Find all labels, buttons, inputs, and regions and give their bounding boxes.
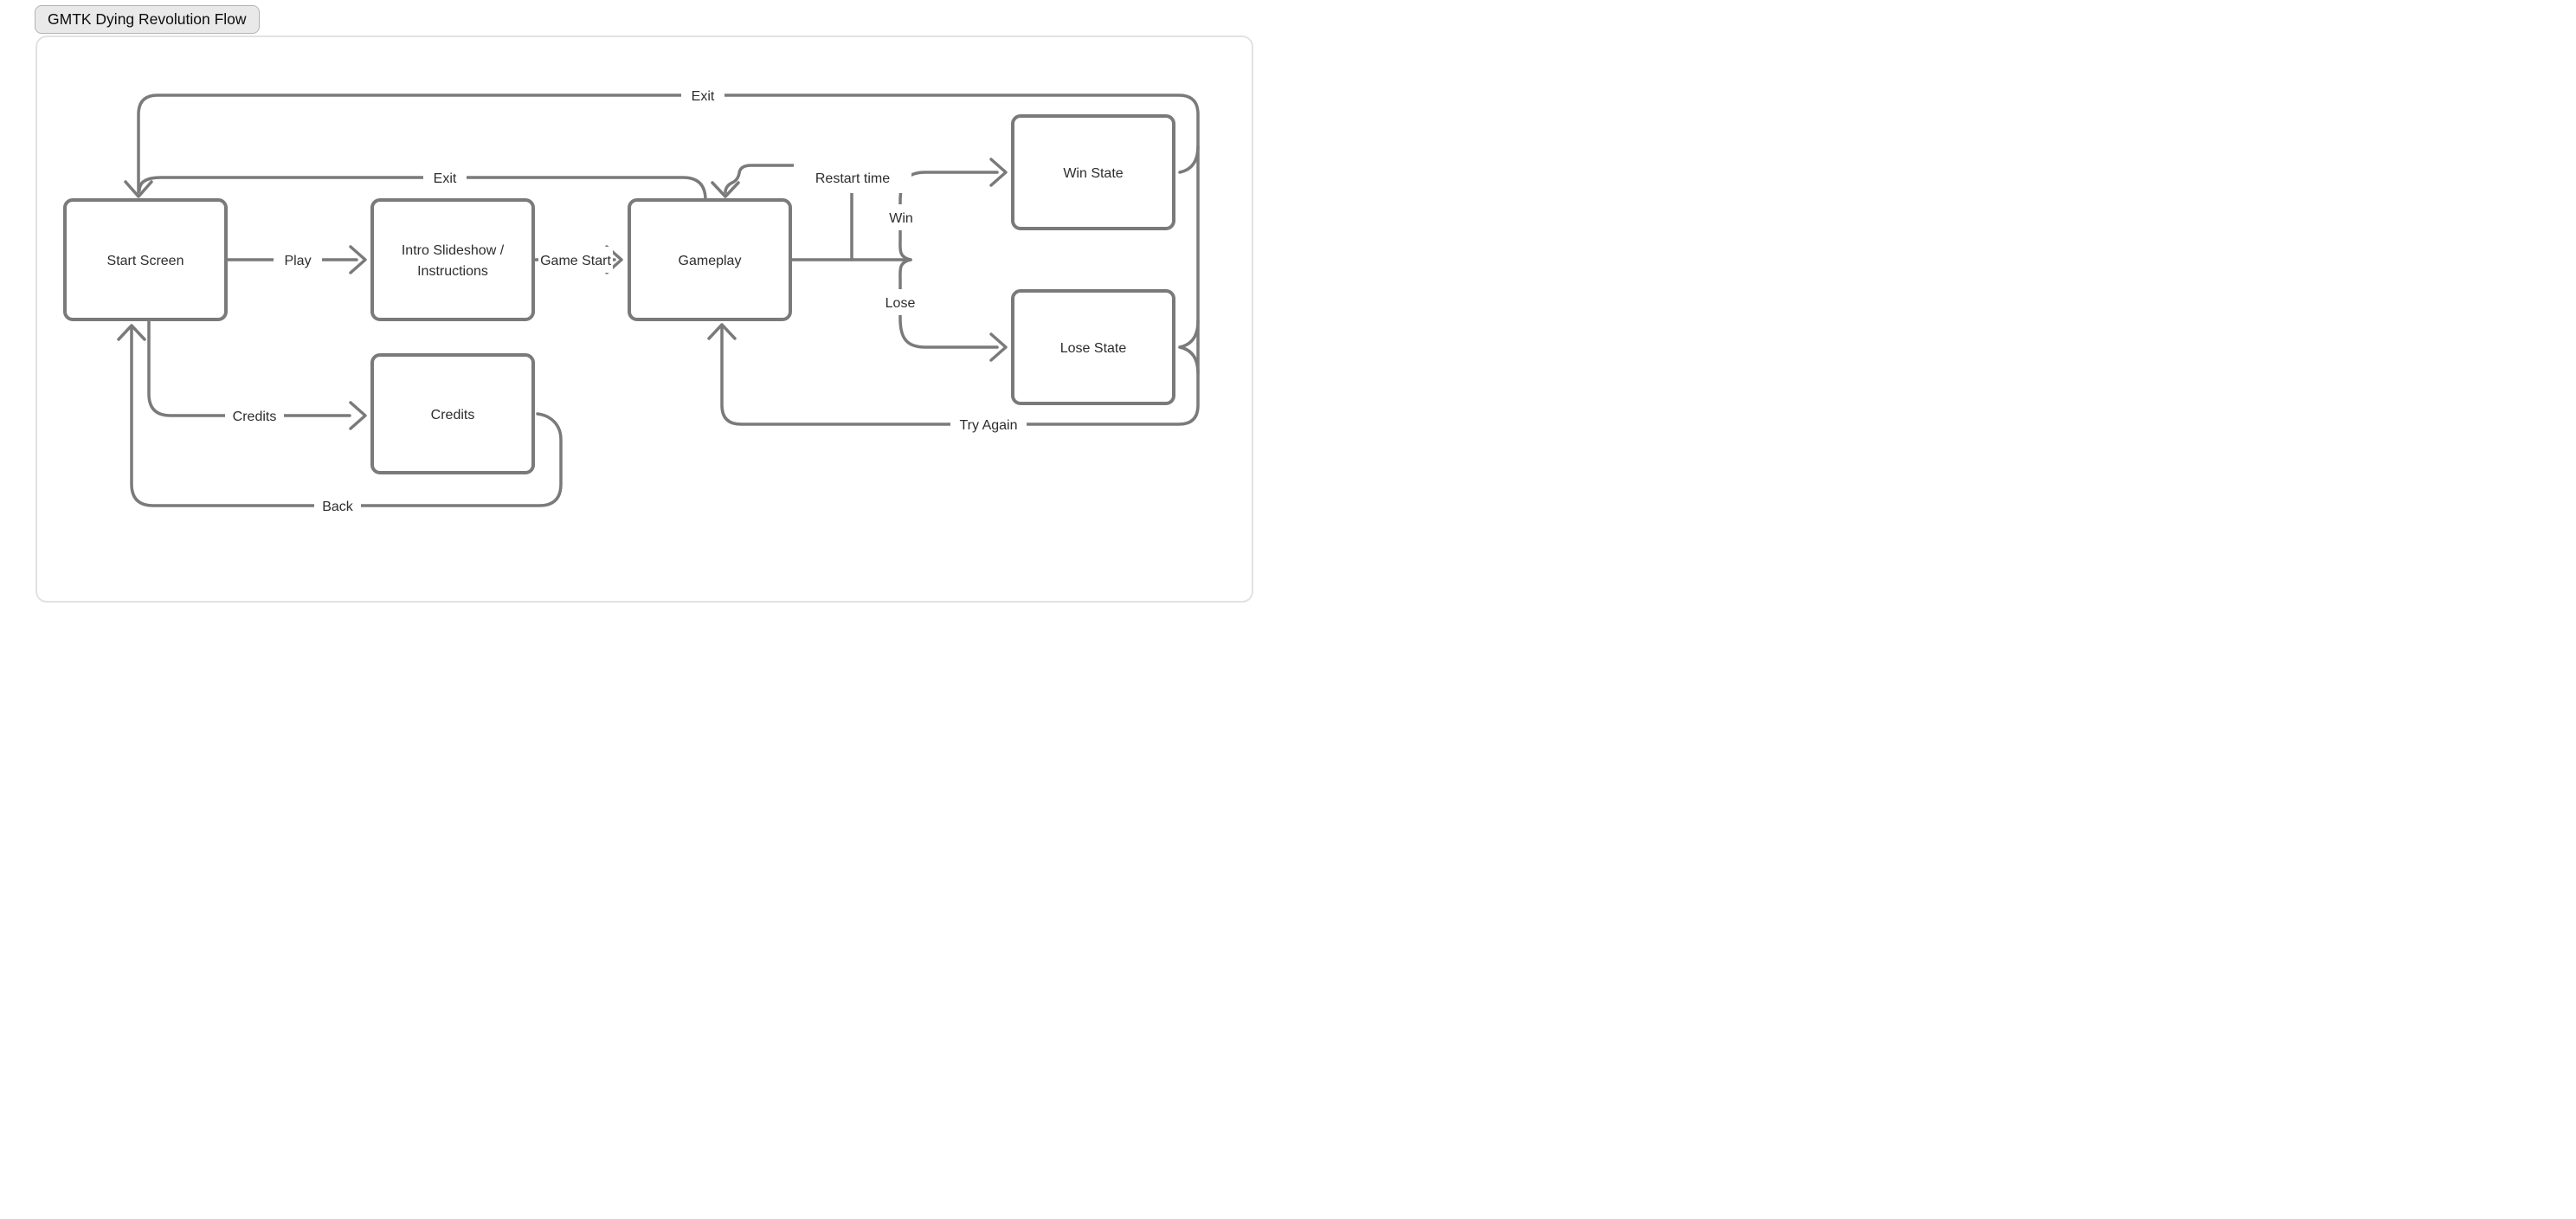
intro-slideshow-box[interactable] — [370, 198, 535, 321]
node-credits[interactable]: Credits — [370, 353, 535, 474]
lose-state-label: Lose State — [1060, 341, 1127, 356]
gameplay-box[interactable] — [628, 198, 792, 321]
win-label[interactable]: Win — [889, 211, 913, 226]
exit-gameplay-label-bg — [423, 164, 467, 190]
back-label[interactable]: Back — [322, 500, 354, 514]
play-label-bg — [274, 247, 322, 273]
restart-time-label-bg — [794, 162, 911, 193]
edge-lose-exit-hook[interactable] — [1178, 319, 1200, 349]
node-lose-state[interactable]: Lose State — [1011, 289, 1175, 405]
lose-arrowhead-icon — [989, 332, 1008, 362]
credits-box[interactable] — [370, 353, 535, 474]
game-start-label-bg — [538, 247, 613, 273]
intro-slideshow-label-line1: Intro Slideshow / — [402, 243, 505, 258]
edge-labels-layer: Play Game Start Exit Exit Restart time W… — [225, 82, 1027, 519]
intro-slideshow-label-line2: Instructions — [417, 264, 488, 279]
lose-label[interactable]: Lose — [886, 296, 916, 311]
restart-time-arrowhead-icon — [711, 181, 740, 198]
edge-win-exit-hook[interactable] — [1178, 145, 1200, 174]
node-win-state[interactable]: Win State — [1011, 114, 1175, 230]
win-arrowhead-icon — [989, 158, 1008, 187]
exit-outer-label[interactable]: Exit — [692, 89, 715, 104]
flowchart-canvas[interactable]: Play Game Start Exit Exit Restart time W… — [0, 0, 1288, 610]
credits-arrowhead-icon — [349, 401, 367, 430]
edge-exit-outer-try-again[interactable] — [137, 94, 1200, 426]
canvas-stage: GMTK Dying Revolution Flow — [0, 0, 1288, 610]
try-again-label-bg — [950, 411, 1027, 437]
start-screen-label: Start Screen — [107, 254, 184, 268]
win-state-box[interactable] — [1011, 114, 1175, 230]
gameplay-label: Gameplay — [679, 254, 742, 268]
restart-time-label[interactable]: Restart time — [815, 171, 890, 186]
win-label-bg — [881, 204, 921, 230]
back-arrowhead-icon — [117, 324, 146, 341]
win-state-label: Win State — [1063, 166, 1123, 181]
exit-arrowhead-icon — [124, 180, 153, 198]
edge-lose[interactable] — [898, 258, 999, 349]
play-label[interactable]: Play — [284, 254, 311, 268]
back-label-bg — [314, 493, 361, 519]
credits-edge-label-bg — [225, 403, 284, 429]
exit-outer-label-bg — [681, 82, 724, 108]
node-start-screen[interactable]: Start Screen — [63, 198, 228, 321]
credits-edge-label[interactable]: Credits — [233, 410, 277, 424]
try-again-label[interactable]: Try Again — [960, 418, 1018, 433]
edge-credits[interactable] — [147, 318, 351, 417]
play-arrowhead-icon — [349, 245, 367, 274]
page-title-badge[interactable]: GMTK Dying Revolution Flow — [35, 5, 260, 34]
edge-exit-gameplay[interactable] — [138, 176, 707, 202]
nodes-layer: Start Screen Intro Slideshow / Instructi… — [63, 114, 1175, 474]
node-gameplay[interactable]: Gameplay — [628, 198, 792, 321]
game-start-label[interactable]: Game Start — [540, 254, 611, 268]
lose-label-bg — [879, 289, 922, 315]
start-screen-box[interactable] — [63, 198, 228, 321]
edge-win[interactable] — [898, 171, 999, 261]
exit-gameplay-label[interactable]: Exit — [434, 171, 457, 186]
try-again-arrowhead-icon — [707, 323, 737, 340]
node-intro-slideshow[interactable]: Intro Slideshow / Instructions — [370, 198, 535, 321]
credits-label: Credits — [431, 408, 475, 422]
edge-back[interactable] — [130, 326, 563, 507]
edge-lose-try-again-hook[interactable] — [1178, 345, 1200, 375]
lose-state-box[interactable] — [1011, 289, 1175, 405]
